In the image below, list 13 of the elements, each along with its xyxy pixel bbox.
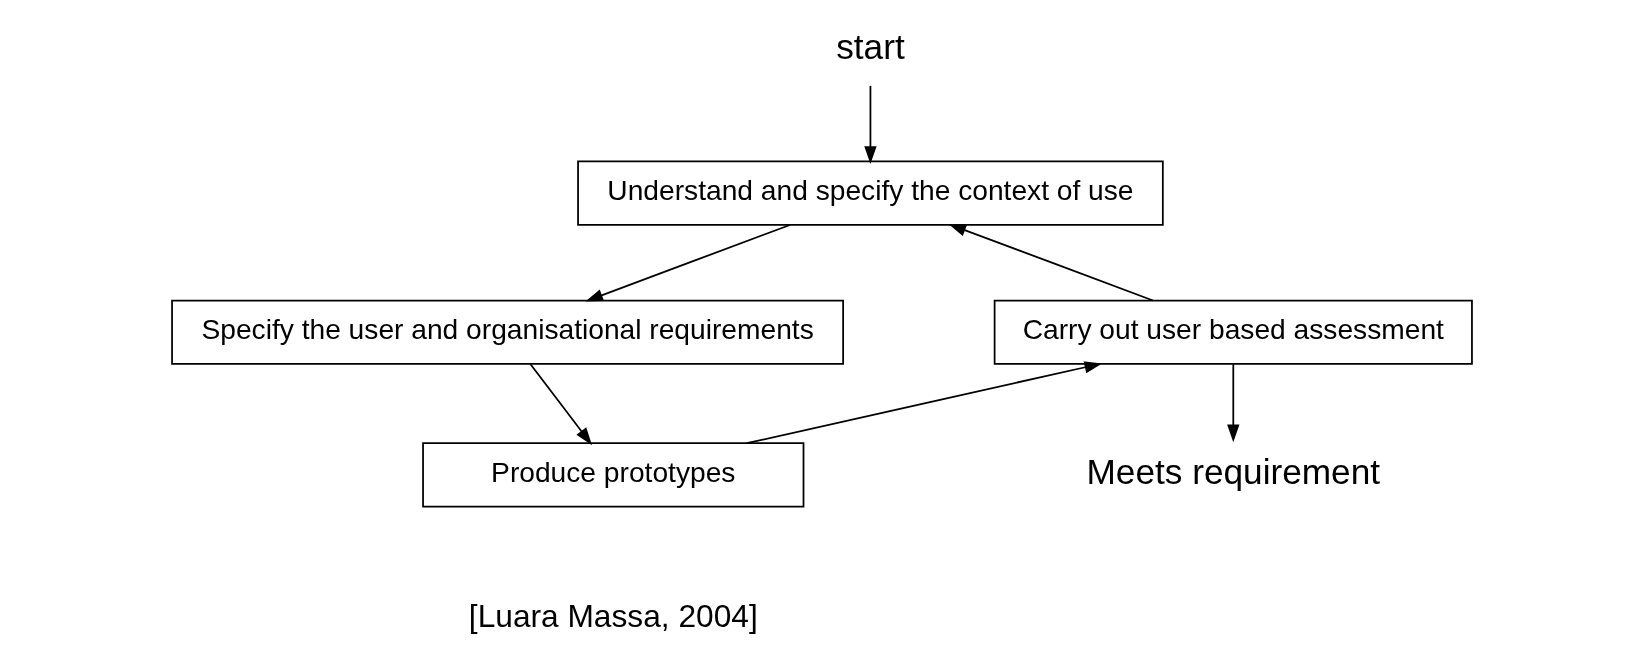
arrow — [529, 363, 592, 446]
node-box: Carry out user based assessment — [993, 299, 1473, 365]
node-text: Meets requirement — [1086, 451, 1381, 491]
arrow — [1227, 363, 1240, 443]
node-box: Produce prototypes — [422, 442, 805, 508]
arrow — [864, 84, 877, 164]
node-box: Specify the user and organisational requirements — [171, 299, 844, 365]
arrow — [585, 224, 791, 302]
arrow — [948, 224, 1154, 302]
node-text: start — [836, 27, 905, 67]
node-box: Understand and specify the context of use — [577, 160, 1164, 226]
label: [Luara Massa, 2004] — [468, 598, 758, 635]
arrow — [745, 361, 1103, 445]
